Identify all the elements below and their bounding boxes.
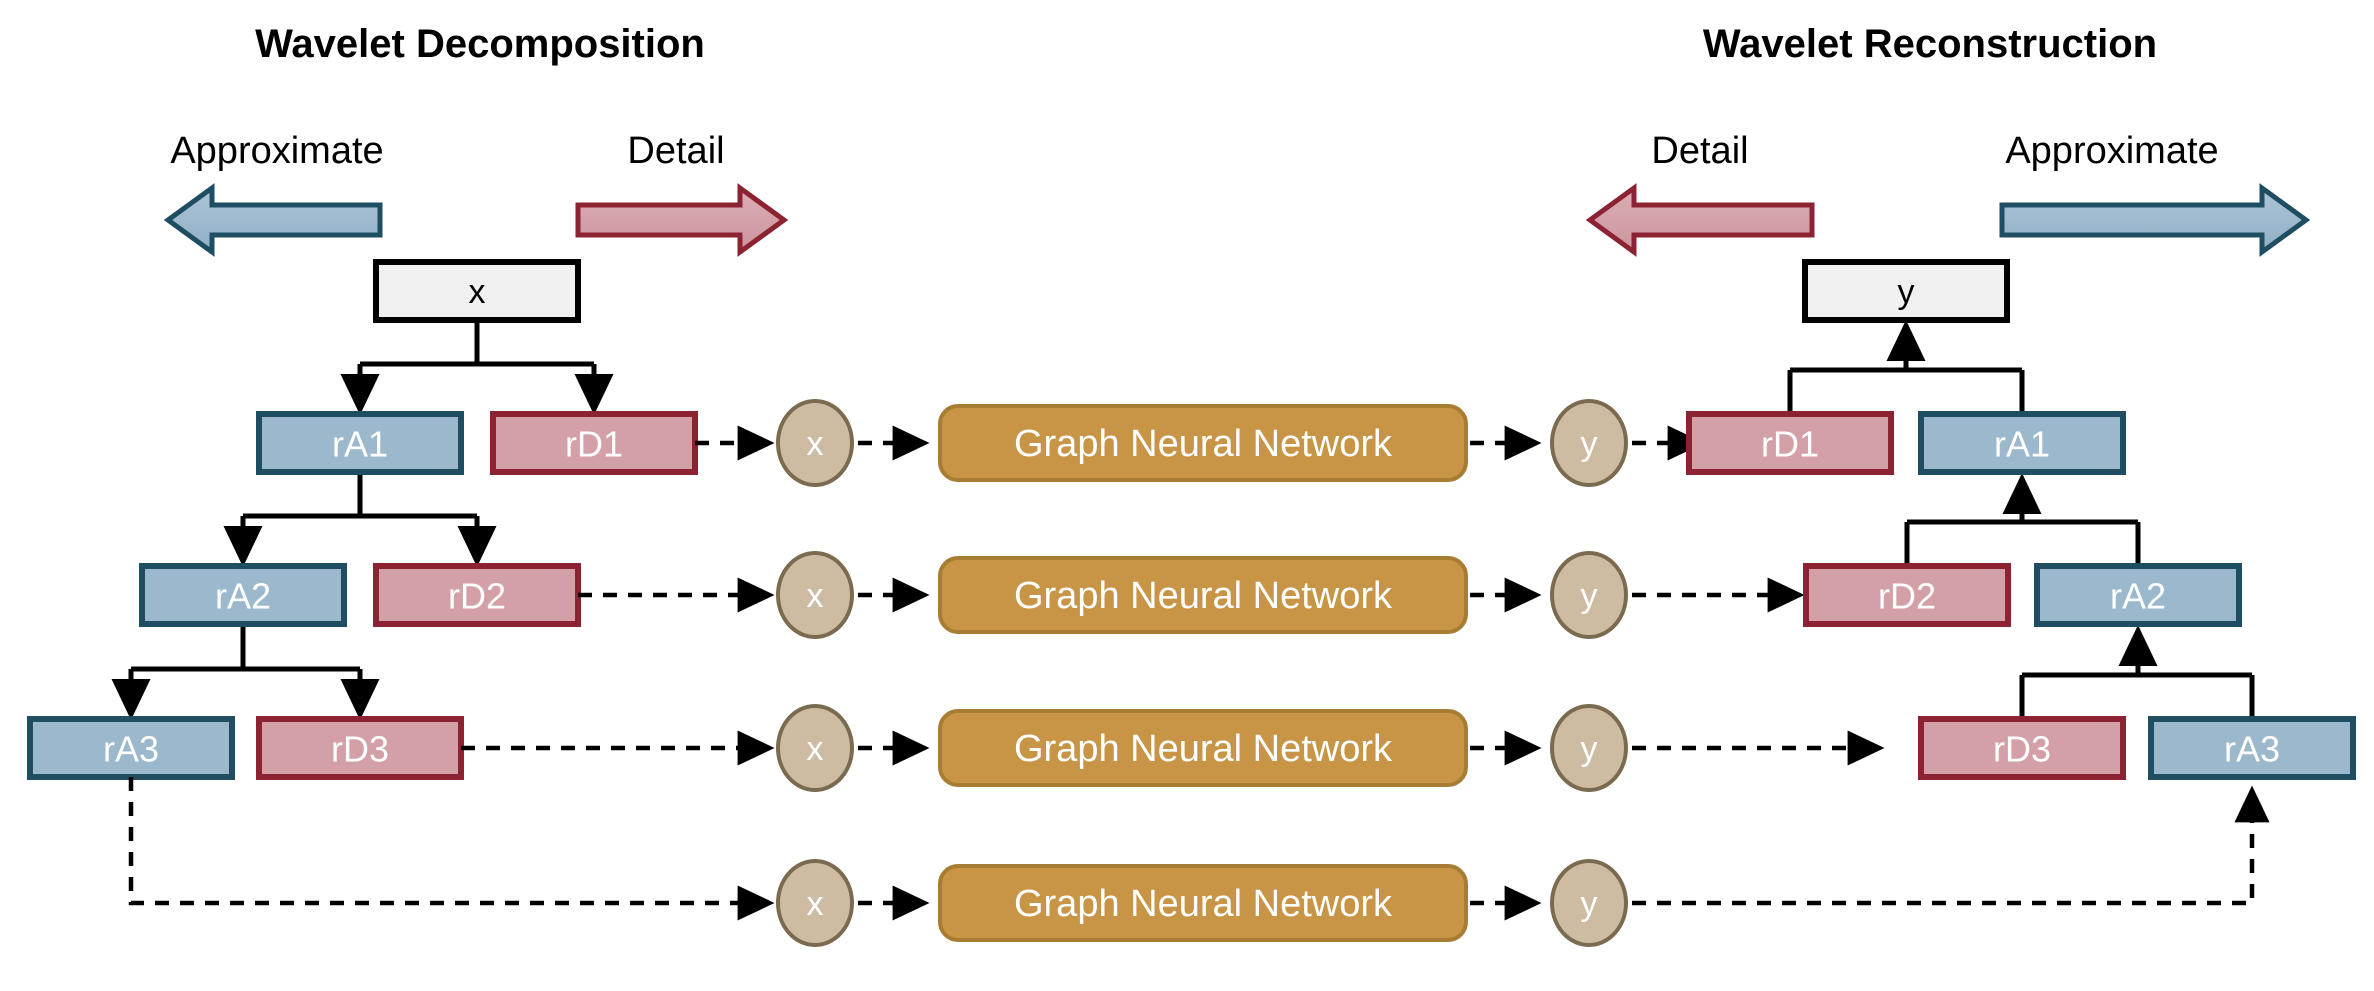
left-legend-approximate-label: Approximate <box>170 130 383 172</box>
node-rD2-reconstruction: rD2 <box>1803 563 2011 627</box>
node-rA2-reconstruction: rA2 <box>2034 563 2242 627</box>
decomposition-to-pipeline-links <box>128 425 775 921</box>
pipeline-row-3-output-circle-label: y <box>1581 730 1598 768</box>
pipeline-row-3: x Graph Neural Network y <box>776 704 1885 792</box>
left-legend-detail-label: Detail <box>627 130 724 172</box>
decomposition-input-label: x <box>469 273 486 311</box>
decomposition-input-node: x <box>373 259 581 323</box>
node-rA3-decomposition-label: rA3 <box>103 729 159 770</box>
right-legend-detail-label: Detail <box>1651 130 1748 172</box>
right-legend-approximate-label: Approximate <box>2005 130 2218 172</box>
pipeline-row-1-model-label: Graph Neural Network <box>1014 423 1393 465</box>
node-rD2-decomposition: rD2 <box>373 563 581 627</box>
node-rA3-decomposition: rA3 <box>27 716 235 780</box>
right-panel-title: Wavelet Reconstruction <box>1703 22 2157 66</box>
pipeline-row-1-output-circle-label: y <box>1581 425 1598 463</box>
node-rD1-decomposition-label: rD1 <box>565 424 623 465</box>
node-rD1-reconstruction-label: rD1 <box>1761 424 1819 465</box>
node-rD3-reconstruction: rD3 <box>1918 716 2126 780</box>
pipeline-row-4: x Graph Neural Network y <box>776 785 2270 947</box>
pipeline-row-1-input-circle-label: x <box>807 425 824 463</box>
node-rD1-decomposition: rD1 <box>490 411 698 475</box>
node-rD3-decomposition-label: rD3 <box>331 729 389 770</box>
pipeline-row-4-output-circle-label: y <box>1581 885 1598 923</box>
decomposition-connectors <box>111 320 614 721</box>
node-rD3-reconstruction-label: rD3 <box>1993 729 2051 770</box>
left-panel-title: Wavelet Decomposition <box>255 22 705 66</box>
node-rA3-reconstruction-label: rA3 <box>2224 729 2280 770</box>
pipeline-row-2-output-circle-label: y <box>1581 577 1598 615</box>
detail-arrow-right-icon <box>575 183 789 257</box>
reconstruction-connectors <box>1787 319 2255 719</box>
pipeline-row-2: x Graph Neural Network y <box>776 551 1805 639</box>
reconstruction-output-node: y <box>1802 259 2010 323</box>
node-rD3-decomposition: rD3 <box>256 716 464 780</box>
node-rA1-reconstruction: rA1 <box>1918 411 2126 475</box>
pipeline-row-1: x Graph Neural Network y <box>776 399 1705 487</box>
detail-arrow-left-icon <box>1585 183 1815 257</box>
link-y4-to-rA3 <box>1632 785 2270 906</box>
node-rD2-decomposition-label: rD2 <box>448 576 506 617</box>
node-rA2-reconstruction-label: rA2 <box>2110 576 2166 617</box>
node-rA1-decomposition: rA1 <box>256 411 464 475</box>
node-rA2-decomposition-label: rA2 <box>215 576 271 617</box>
pipeline-row-3-input-circle-label: x <box>807 730 824 768</box>
reconstruction-output-label: y <box>1898 273 1915 311</box>
node-rA1-reconstruction-label: rA1 <box>1994 424 2050 465</box>
pipeline-row-4-input-circle-label: x <box>807 885 824 923</box>
node-rA3-reconstruction: rA3 <box>2148 716 2356 780</box>
link-rA3-to-x4 <box>128 777 775 921</box>
node-rD1-reconstruction: rD1 <box>1686 411 1894 475</box>
node-rD2-reconstruction-label: rD2 <box>1878 576 1936 617</box>
pipeline-row-3-model-label: Graph Neural Network <box>1014 728 1393 770</box>
pipeline-row-4-model-label: Graph Neural Network <box>1014 883 1393 925</box>
approximate-arrow-right-icon <box>1999 183 2311 257</box>
pipeline-row-2-input-circle-label: x <box>807 577 824 615</box>
node-rA2-decomposition: rA2 <box>139 563 347 627</box>
node-rA1-decomposition-label: rA1 <box>332 424 388 465</box>
pipeline-row-2-model-label: Graph Neural Network <box>1014 575 1393 617</box>
approximate-arrow-left-icon <box>163 183 383 257</box>
